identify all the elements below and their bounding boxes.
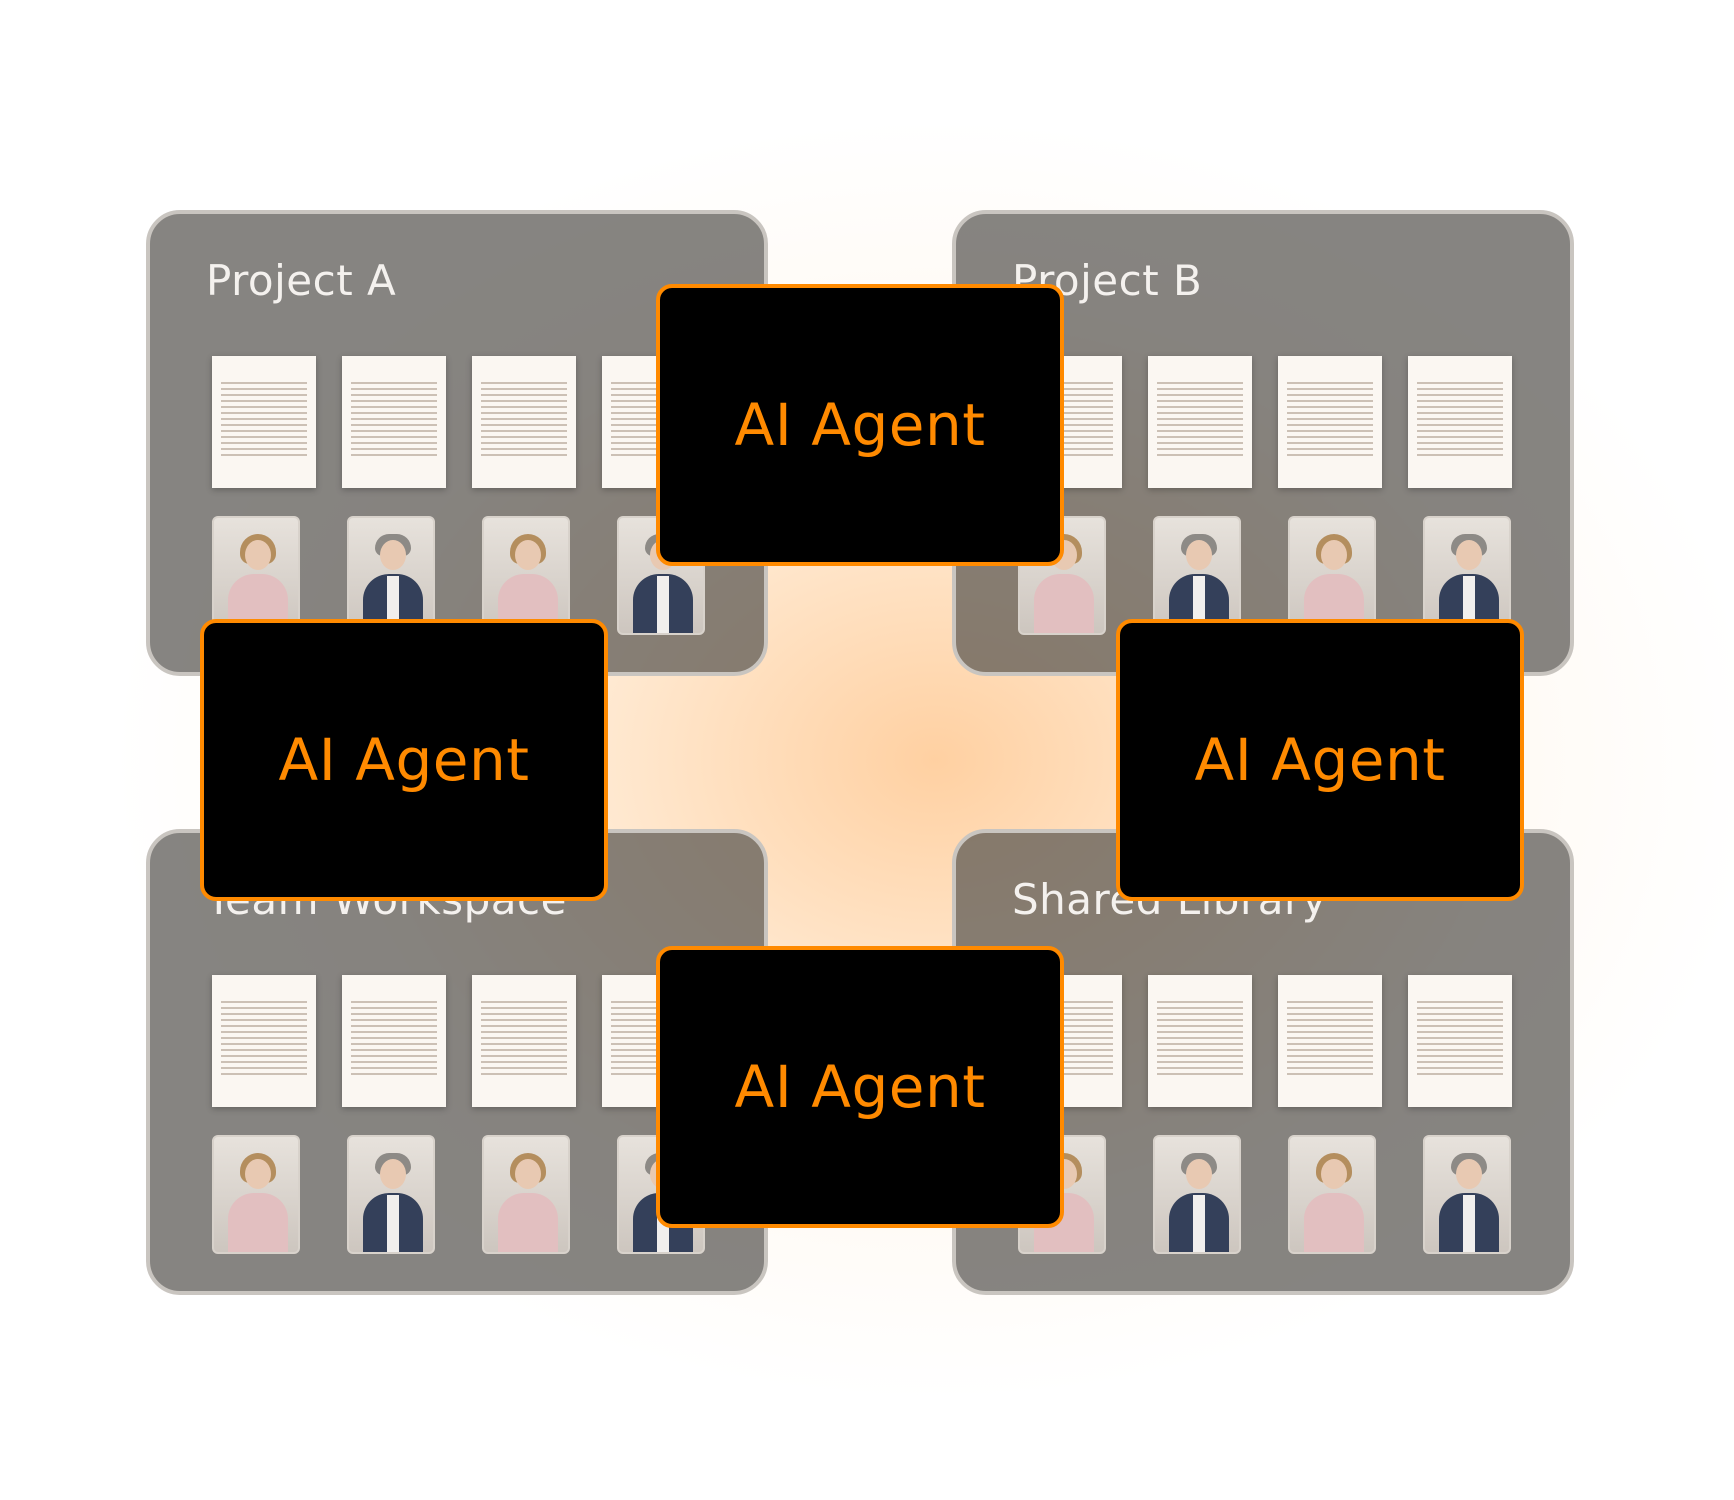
document-thumbnail[interactable]	[472, 356, 576, 488]
ai-agent-box-top[interactable]: AI Agent	[656, 284, 1064, 566]
photo-thumbnail[interactable]	[482, 1135, 570, 1254]
document-thumbnail[interactable]	[1148, 356, 1252, 488]
document-thumbnail[interactable]	[342, 975, 446, 1107]
photo-row	[1018, 516, 1511, 635]
workspace-title: Project A	[206, 256, 397, 305]
document-row	[1018, 975, 1512, 1107]
document-row	[212, 975, 706, 1107]
document-thumbnail[interactable]	[1408, 356, 1512, 488]
photo-thumbnail[interactable]	[1288, 516, 1376, 635]
photo-row	[1018, 1135, 1511, 1254]
document-row	[212, 356, 706, 488]
document-thumbnail[interactable]	[1278, 356, 1382, 488]
ai-agent-label: AI Agent	[734, 391, 986, 459]
ai-agent-box-left[interactable]: AI Agent	[200, 619, 608, 901]
document-thumbnail[interactable]	[1148, 975, 1252, 1107]
document-thumbnail[interactable]	[1408, 975, 1512, 1107]
photo-thumbnail[interactable]	[1288, 1135, 1376, 1254]
photo-thumbnail[interactable]	[482, 516, 570, 635]
document-thumbnail[interactable]	[212, 975, 316, 1107]
document-thumbnail[interactable]	[472, 975, 576, 1107]
photo-row	[212, 1135, 705, 1254]
photo-thumbnail[interactable]	[212, 516, 300, 635]
photo-thumbnail[interactable]	[347, 1135, 435, 1254]
photo-row	[212, 516, 705, 635]
photo-thumbnail[interactable]	[1153, 516, 1241, 635]
ai-agent-box-bottom[interactable]: AI Agent	[656, 946, 1064, 1228]
ai-agent-label: AI Agent	[278, 726, 530, 794]
photo-thumbnail[interactable]	[347, 516, 435, 635]
document-thumbnail[interactable]	[342, 356, 446, 488]
document-thumbnail[interactable]	[212, 356, 316, 488]
ai-agent-box-right[interactable]: AI Agent	[1116, 619, 1524, 901]
photo-thumbnail[interactable]	[212, 1135, 300, 1254]
ai-agent-label: AI Agent	[1194, 726, 1446, 794]
document-row	[1018, 356, 1512, 488]
photo-thumbnail[interactable]	[1423, 1135, 1511, 1254]
photo-thumbnail[interactable]	[1153, 1135, 1241, 1254]
document-thumbnail[interactable]	[1278, 975, 1382, 1107]
photo-thumbnail[interactable]	[1423, 516, 1511, 635]
ai-agent-label: AI Agent	[734, 1053, 986, 1121]
